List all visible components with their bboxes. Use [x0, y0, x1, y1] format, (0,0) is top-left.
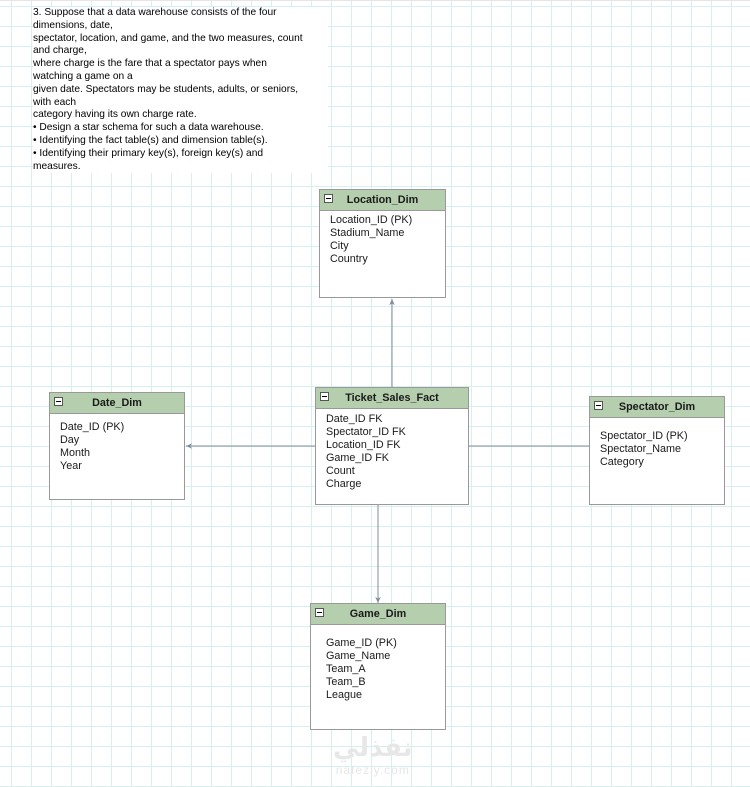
field-list: Game_ID (PK) Game_Name Team_A Team_B Lea… [326, 637, 397, 702]
field-row[interactable]: Stadium_Name [330, 227, 405, 239]
field-row[interactable]: Day [60, 434, 80, 446]
field-list: Date_ID FK Spectator_ID FK Location_ID F… [326, 413, 406, 491]
collapse-icon[interactable] [324, 194, 333, 203]
field-row[interactable]: Category [600, 456, 644, 468]
collapse-icon[interactable] [315, 608, 324, 617]
question-line: measures. [33, 160, 81, 172]
question-line: • Identifying the fact table(s) and dime… [33, 134, 268, 146]
collapse-icon[interactable] [54, 397, 63, 406]
table-header: Date_Dim [50, 393, 184, 414]
field-row[interactable]: City [330, 240, 349, 252]
question-line: watching a game on a [33, 70, 133, 82]
field-row[interactable]: Location_ID FK [326, 439, 401, 451]
ticket-sales-fact-table[interactable]: Ticket_Sales_Fact Date_ID FK Spectator_I… [315, 387, 469, 505]
field-row[interactable]: Spectator_ID (PK) [600, 430, 688, 442]
field-row[interactable]: Month [60, 447, 91, 459]
question-line: category having its own charge rate. [33, 109, 197, 121]
game-dim-table[interactable]: Game_Dim Game_ID (PK) Game_Name Team_A T… [310, 603, 446, 730]
field-row[interactable]: Spectator_ID FK [326, 426, 406, 438]
table-header: Ticket_Sales_Fact [316, 388, 468, 409]
field-row[interactable]: Count [326, 465, 355, 477]
field-row[interactable]: Country [330, 253, 368, 265]
field-row[interactable]: Spectator_Name [600, 443, 682, 455]
question-line: dimensions, date, [33, 19, 113, 31]
table-header: Location_Dim [320, 190, 445, 211]
field-row[interactable]: Game_ID (PK) [326, 637, 397, 649]
table-title: Ticket_Sales_Fact [345, 392, 439, 404]
question-line: • Identifying their primary key(s), fore… [33, 147, 264, 159]
field-row[interactable]: Game_ID FK [326, 452, 389, 464]
field-row[interactable]: League [326, 689, 363, 701]
collapse-icon[interactable] [594, 401, 603, 410]
field-row[interactable]: Team_B [326, 676, 366, 688]
field-list: Location_ID (PK) Stadium_Name City Count… [330, 214, 412, 266]
watermark-latin: nafezly.com [335, 763, 410, 777]
field-row[interactable]: Location_ID (PK) [330, 214, 413, 226]
top-border [0, 0, 750, 1]
table-header: Spectator_Dim [590, 397, 724, 418]
question-line: given date. Spectators may be students, … [33, 83, 299, 95]
watermark-logo: نفذلي nafezly.com [333, 733, 413, 777]
field-list: Date_ID (PK) Day Month Year [60, 421, 124, 473]
question-line: with each [33, 96, 77, 108]
field-list: Spectator_ID (PK) Spectator_Name Categor… [600, 430, 688, 469]
field-row[interactable]: Year [60, 460, 82, 472]
question-line: and charge, [33, 45, 87, 57]
table-title: Location_Dim [346, 194, 419, 206]
table-title: Game_Dim [349, 608, 407, 620]
field-row[interactable]: Date_ID FK [326, 413, 383, 425]
table-header: Game_Dim [311, 604, 445, 625]
field-row[interactable]: Game_Name [326, 650, 391, 662]
field-row[interactable]: Charge [326, 478, 362, 490]
date-dim-table[interactable]: Date_Dim Date_ID (PK) Day Month Year [49, 392, 185, 500]
question-text: 3. Suppose that a data warehouse consist… [33, 7, 328, 174]
question-line: • Design a star schema for such a data w… [33, 122, 264, 134]
field-row[interactable]: Team_A [326, 663, 366, 675]
spectator-dim-table[interactable]: Spectator_Dim Spectator_ID (PK) Spectato… [589, 396, 725, 505]
location-dim-table[interactable]: Location_Dim Location_ID (PK) Stadium_Na… [319, 189, 446, 298]
question-line: where charge is the fare that a spectato… [33, 58, 267, 70]
question-line: 3. Suppose that a data warehouse consist… [33, 7, 277, 18]
collapse-icon[interactable] [320, 392, 329, 401]
table-title: Date_Dim [92, 397, 142, 409]
watermark-arabic: نفذلي [333, 733, 413, 763]
question-line: spectator, location, and game, and the t… [33, 32, 303, 44]
table-title: Spectator_Dim [618, 401, 696, 413]
field-row[interactable]: Date_ID (PK) [60, 421, 125, 433]
